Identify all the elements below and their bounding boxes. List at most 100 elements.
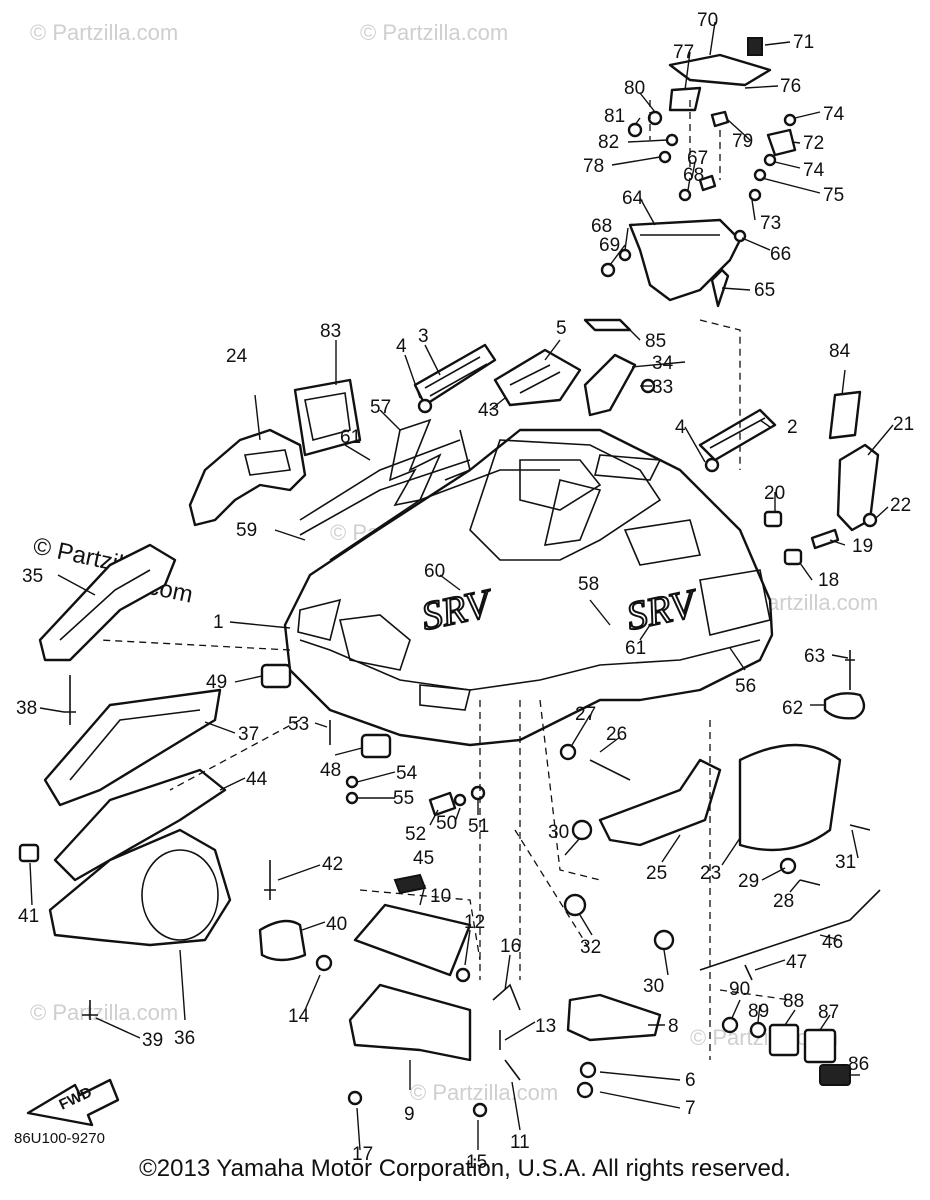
callout-64: 64 bbox=[622, 188, 644, 209]
callout-74: 74 bbox=[823, 104, 845, 125]
callout-9: 9 bbox=[404, 1104, 415, 1125]
spring-47 bbox=[744, 964, 753, 981]
bolt-16 bbox=[492, 983, 521, 1011]
callout-28: 28 bbox=[773, 891, 794, 912]
bolt-11 bbox=[504, 1059, 521, 1081]
callout-18: 18 bbox=[818, 570, 839, 591]
callout-67: 67 bbox=[687, 148, 708, 169]
plate-85 bbox=[583, 318, 632, 332]
callout-1: 1 bbox=[213, 612, 224, 633]
screw-4 bbox=[417, 398, 433, 414]
callout-80: 80 bbox=[624, 78, 645, 99]
callout-56: 56 bbox=[735, 676, 756, 697]
knob-71 bbox=[747, 37, 763, 56]
callout-19: 19 bbox=[852, 536, 873, 557]
callout-30: 30 bbox=[548, 822, 569, 843]
callout-75: 75 bbox=[823, 185, 844, 206]
callout-88: 88 bbox=[783, 991, 804, 1012]
callout-8: 8 bbox=[668, 1016, 679, 1037]
callout-65: 65 bbox=[754, 280, 775, 301]
callout-86: 86 bbox=[848, 1054, 869, 1075]
lid-10 bbox=[353, 903, 472, 977]
callout-32: 32 bbox=[580, 937, 601, 958]
watermark-text: © Partzilla.com bbox=[360, 20, 508, 45]
plate-84 bbox=[828, 390, 862, 440]
grip-2 bbox=[698, 408, 777, 462]
rivet-38 bbox=[64, 675, 76, 725]
knob-62 bbox=[823, 692, 866, 720]
grip-3 bbox=[413, 343, 497, 407]
decal-45 bbox=[393, 873, 427, 895]
callout-76: 76 bbox=[780, 76, 801, 97]
callout-47: 47 bbox=[786, 952, 807, 973]
callout-12: 12 bbox=[464, 912, 485, 933]
callout-63: 63 bbox=[804, 646, 825, 667]
callout-69: 69 bbox=[599, 235, 620, 256]
copyright-notice: ©2013 Yamaha Motor Corporation, U.S.A. A… bbox=[139, 1155, 791, 1182]
callout-53: 53 bbox=[288, 714, 309, 735]
callout-29: 29 bbox=[738, 871, 759, 892]
callout-37: 37 bbox=[238, 724, 259, 745]
callout-20: 20 bbox=[764, 483, 785, 504]
callout-4b: 4 bbox=[675, 417, 686, 438]
assembly-lines bbox=[99, 319, 791, 1060]
side-panel-24 bbox=[188, 428, 307, 527]
callout-27: 27 bbox=[575, 704, 596, 725]
fan-cover-36 bbox=[48, 828, 232, 947]
callout-33: 33 bbox=[652, 377, 673, 398]
diagram-code: 86U100-9270 bbox=[14, 1130, 105, 1147]
bolt-65 bbox=[710, 268, 730, 308]
bolt-31 bbox=[849, 824, 871, 831]
watermark-text: © Partzilla.com bbox=[410, 1080, 558, 1105]
callout-89: 89 bbox=[748, 1001, 769, 1022]
callout-59: 59 bbox=[236, 520, 257, 541]
callout-labels: 1 2 3 4 4 5 6 7 8 9 10 11 12 13 14 15 16… bbox=[16, 10, 914, 1173]
callout-45: 45 bbox=[413, 848, 434, 869]
vent-34 bbox=[583, 353, 637, 417]
callout-38: 38 bbox=[16, 698, 37, 719]
callout-23: 23 bbox=[700, 863, 721, 884]
callout-41: 41 bbox=[18, 906, 39, 927]
leader-lines bbox=[29, 21, 894, 1151]
callout-48: 48 bbox=[320, 760, 341, 781]
callout-62: 62 bbox=[782, 698, 803, 719]
callout-78: 78 bbox=[583, 156, 604, 177]
rivet-63 bbox=[845, 650, 855, 690]
callout-34: 34 bbox=[652, 353, 674, 374]
watermark-text: © Partzilla.com bbox=[30, 1000, 178, 1025]
plate-87 bbox=[803, 1028, 837, 1064]
clip-48 bbox=[360, 733, 392, 759]
callout-72: 72 bbox=[803, 133, 824, 154]
decals bbox=[299, 418, 471, 536]
forward-arrow: FWD bbox=[26, 1078, 120, 1127]
callout-10: 10 bbox=[430, 886, 451, 907]
callout-81: 81 bbox=[604, 106, 625, 127]
callout-49: 49 bbox=[206, 672, 227, 693]
plate-88 bbox=[768, 1023, 800, 1057]
bracket-72 bbox=[766, 128, 797, 157]
duct-44 bbox=[53, 768, 227, 882]
callout-36: 36 bbox=[174, 1028, 195, 1049]
frame-83 bbox=[293, 378, 362, 457]
callout-25: 25 bbox=[646, 863, 667, 884]
callout-55: 55 bbox=[393, 788, 414, 809]
callout-61: 61 bbox=[340, 427, 361, 448]
callout-17: 17 bbox=[352, 1144, 373, 1165]
callout-22: 22 bbox=[890, 495, 911, 516]
handle-8 bbox=[566, 993, 662, 1042]
screw-4b bbox=[704, 457, 720, 473]
callout-14: 14 bbox=[288, 1006, 310, 1027]
callout-77: 77 bbox=[673, 42, 694, 63]
callout-42: 42 bbox=[322, 854, 343, 875]
callout-13: 13 bbox=[535, 1016, 556, 1037]
callout-31: 31 bbox=[835, 852, 856, 873]
callout-26: 26 bbox=[606, 724, 627, 745]
callout-87: 87 bbox=[818, 1002, 839, 1023]
callout-46: 46 bbox=[822, 932, 843, 953]
callout-70: 70 bbox=[697, 10, 718, 31]
callout-73: 73 bbox=[760, 213, 781, 234]
callout-30b: 30 bbox=[643, 976, 664, 997]
callout-6: 6 bbox=[685, 1070, 696, 1091]
callout-3: 3 bbox=[418, 326, 429, 347]
